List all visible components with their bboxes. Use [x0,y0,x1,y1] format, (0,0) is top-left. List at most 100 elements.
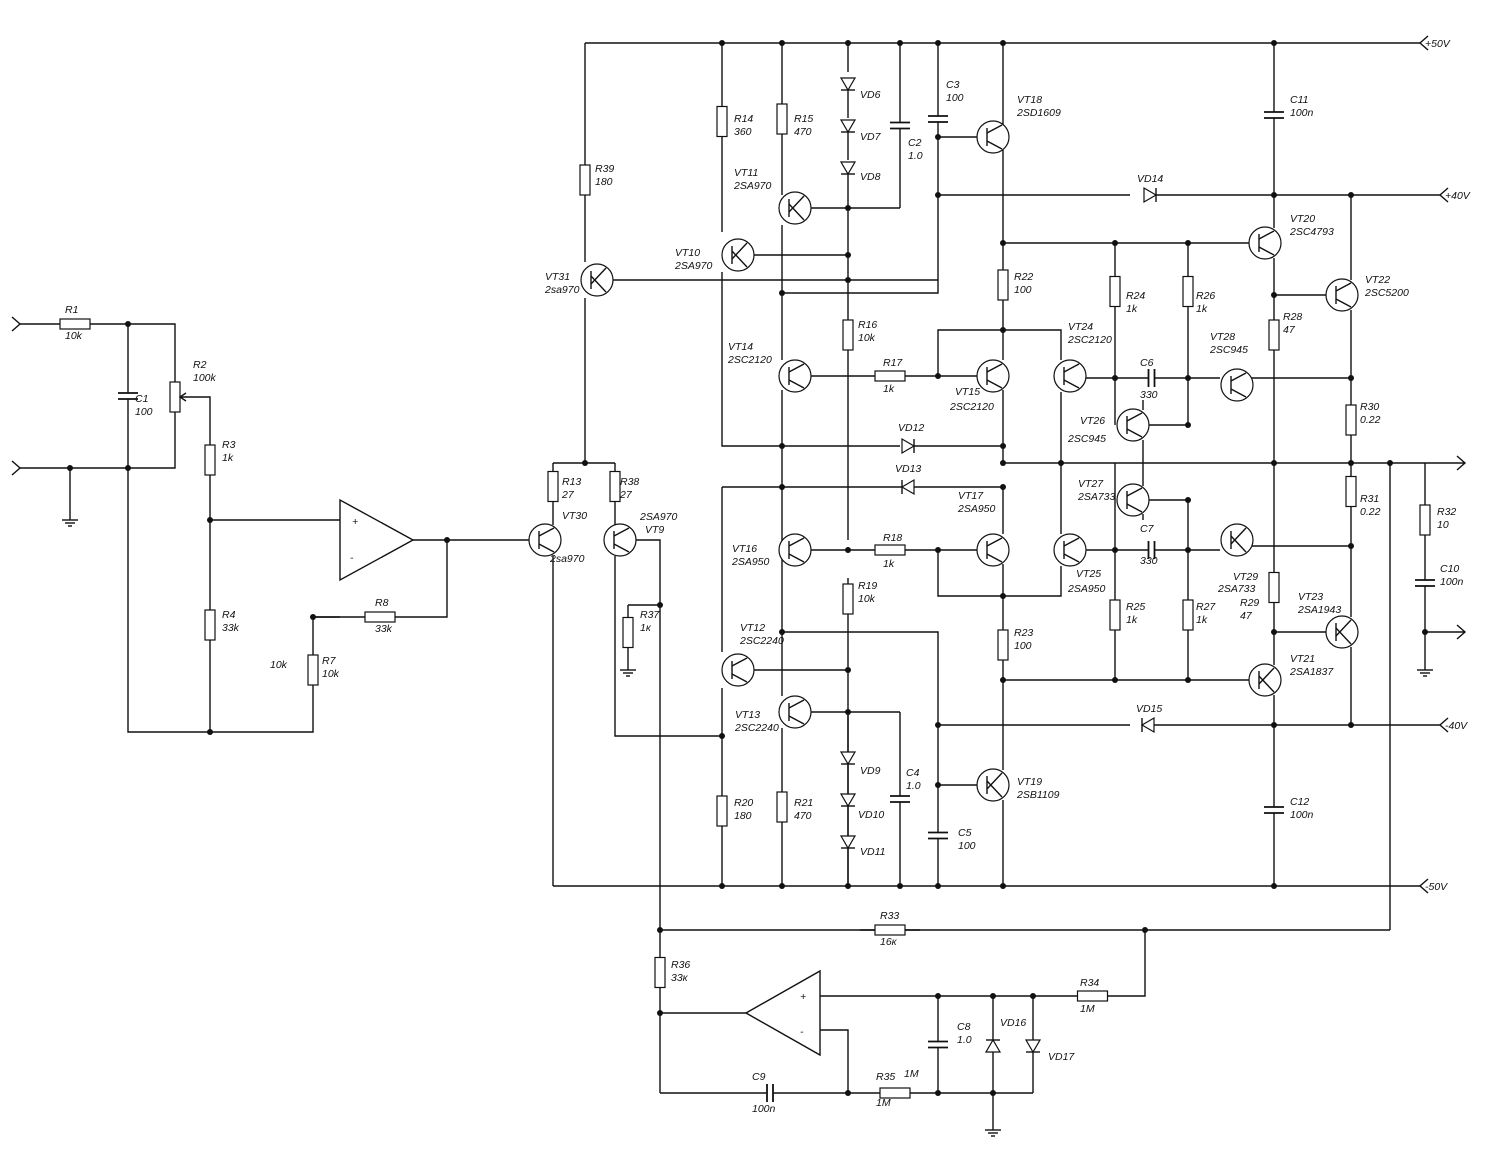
capacitor-ref: C8 [957,1021,971,1033]
resistor-ref: R33 [880,910,899,922]
capacitor-ref: C6 [1140,357,1154,369]
resistor-ref: R16 [858,319,877,331]
junction-dot [1185,497,1191,503]
junction-dot [935,192,941,198]
resistor-value: 360 [734,126,752,138]
diode-vd11 [839,835,857,850]
junction-dot [897,883,903,889]
resistor-r19 [842,583,854,615]
transistor-lead [1230,372,1247,382]
rail-minus-50v: -50V [1425,881,1448,893]
resistor-ref: R19 [858,580,877,592]
diode-vd6 [839,77,857,92]
transistor-vt21 [1248,663,1282,697]
junction-dot [310,614,316,620]
transistor-ref: VT28 [1210,331,1235,343]
port-arrow-icon [1456,455,1467,471]
resistor-ref: R22 [1014,271,1033,283]
resistor-value: 1k [883,558,895,570]
resistor-value: 27 [561,489,575,501]
transistor-vt19 [976,768,1010,802]
resistor-value: 10k [65,330,83,342]
diode-vd14 [1143,186,1158,204]
resistor-r13 [547,470,559,503]
junction-dot [845,1090,851,1096]
transistor-type: 2SC2120 [949,401,994,413]
resistor-r33 [874,924,906,936]
resistor-r36 [654,956,666,989]
transistor-lead [590,267,607,285]
transistor-ref: VT12 [740,622,765,634]
resistor-ref: R1 [65,304,78,316]
port-arrow-icon [1438,717,1449,733]
transistor-lead [1126,487,1143,497]
capacitor-value: 1.0 [908,150,923,162]
resistor-r25 [1109,599,1121,631]
wire [209,480,340,521]
transistor-lead [788,553,805,563]
wire [636,539,661,605]
transistor-type: 2SC2120 [1067,334,1112,346]
transistor-type: 2SA950 [731,556,770,568]
resistor-value: 33k [375,623,393,635]
transistor-type: 2SC2240 [734,722,779,734]
transistor-lead [1230,527,1247,545]
transistor-vt27 [1116,483,1150,517]
transistor-vt18 [976,120,1010,154]
transistor-lead [1126,428,1143,438]
resistor-value: 100 [1014,640,1032,652]
transistor-lead [1335,627,1352,645]
junction-dot [779,484,785,490]
opamp-plus: + [800,991,806,1003]
transistor-ref: VT26 [1080,415,1105,427]
transistor-lead [613,527,630,537]
potentiometer-r2 [169,381,181,413]
capacitor-value: 100n [1290,809,1314,821]
diode-ref: VD6 [860,89,881,101]
transistor-ref: VT18 [1017,94,1042,106]
resistor-r22 [997,269,1009,301]
resistor-ref: R32 [1437,506,1456,518]
transistor-type: 2SC5200 [1364,287,1409,299]
capacitor-ref: C4 [906,767,920,779]
resistor-ref: R24 [1126,290,1145,302]
transistor-ref: VT20 [1290,213,1315,225]
resistor-value: 1M [1080,1003,1095,1015]
resistor-ref: R27 [1196,601,1216,613]
resistor-value: 0.22 [1360,506,1381,518]
transistor-type: 2SA970 [733,180,772,192]
junction-dot [1271,292,1277,298]
junction-dot [1271,629,1277,635]
pot-wiper-arrow-icon [178,392,187,402]
transistor-type: 2SA950 [1067,583,1106,595]
transistor-lead [1063,363,1080,373]
resistor-value: 1k [1126,303,1138,315]
resistor-ref: R35 [876,1071,895,1083]
resistor-r15 [776,103,788,135]
resistor-ref: R28 [1283,311,1302,323]
junction-dot [1387,460,1393,466]
junction-dot [1271,883,1277,889]
resistor-ref: R31 [1360,493,1379,505]
junction-dot [1185,422,1191,428]
components [11,35,1467,1137]
resistor-value: 33к [671,972,689,984]
resistor-value: 47 [1283,324,1296,336]
transistor-vt9 [603,523,637,557]
transistor-lead [986,553,1003,563]
resistor-r14 [716,105,728,138]
junction-dot [1000,593,1006,599]
junction-dot [1348,722,1354,728]
wire [312,616,340,650]
capacitor-value: 100 [135,406,153,418]
resistor-ref: R21 [794,797,813,809]
wire [614,556,722,737]
diode-ref: VD14 [1137,173,1163,185]
rail-minus-40v: -40V [1445,720,1468,732]
resistor-value: 10k [270,659,288,671]
wire [420,540,448,618]
transistor-vt12 [721,653,755,687]
servo-opamp [744,969,821,1057]
transistor-lead [788,715,805,725]
diode-vd13 [900,478,915,496]
